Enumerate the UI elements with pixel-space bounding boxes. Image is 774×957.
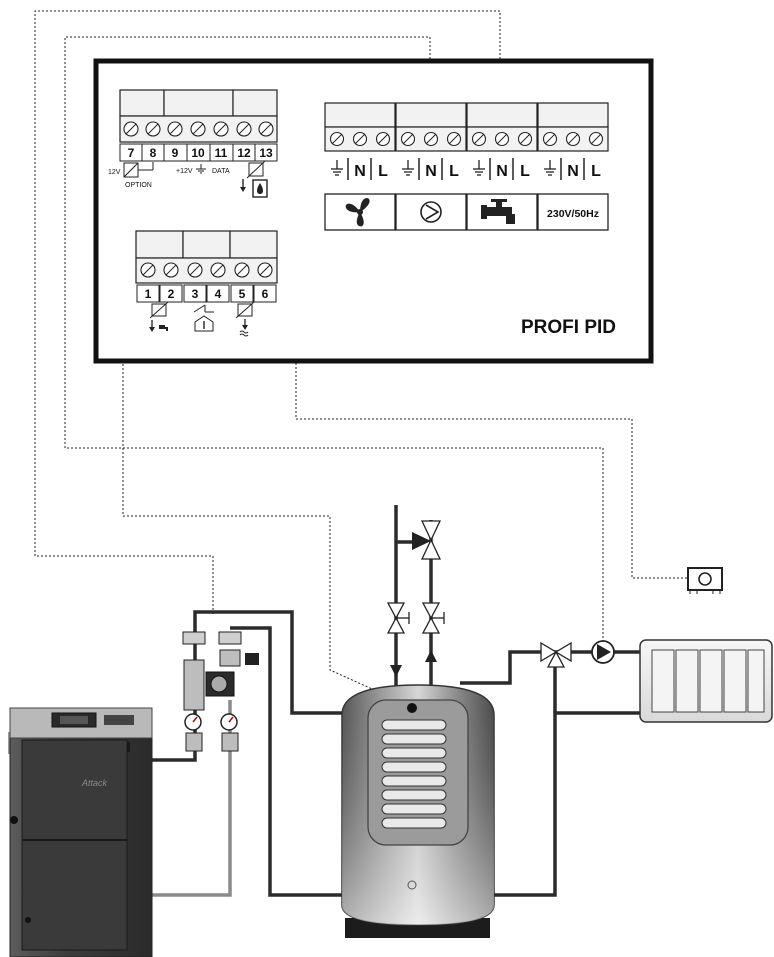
heating-return-pipe xyxy=(490,711,640,897)
number-row-bottom-left: 1 2 3 4 5 6 xyxy=(136,284,277,303)
terminal-12: 12 xyxy=(237,146,251,160)
terminal-10: 10 xyxy=(191,146,205,160)
wire-outer-loop xyxy=(34,10,501,615)
boiler: Attack xyxy=(8,707,153,957)
controller-title: PROFI PID xyxy=(521,317,616,338)
heating-pump-icon xyxy=(591,640,615,664)
ground-icon xyxy=(196,164,206,174)
heating-flow-pipe xyxy=(460,650,640,685)
label-option: OPTION xyxy=(125,182,152,189)
screw-row-bottom-left xyxy=(140,262,273,278)
label-n: N xyxy=(567,163,579,180)
pump-icon xyxy=(420,201,442,223)
terminal-block-top-left: 7 8 9 10 11 12 13 12V OPTION +12V xyxy=(108,89,278,198)
label-12v: 12V xyxy=(108,169,121,176)
power-terminal-blocks: N L xyxy=(324,102,609,231)
terminal-13: 13 xyxy=(259,146,273,160)
wire-second-loop xyxy=(64,36,604,648)
radiator-icon xyxy=(639,639,773,723)
terminal-block-bottom-left: 1 2 3 4 5 6 xyxy=(135,230,278,337)
cold-inlet-arrow-icon xyxy=(390,665,402,677)
earth-icon xyxy=(331,160,343,176)
controller-panel: 7 8 9 10 11 12 13 12V OPTION +12V xyxy=(93,58,654,364)
boiler-brand: Attack xyxy=(81,778,108,788)
terminal-7: 7 xyxy=(128,146,135,160)
dhw-valves xyxy=(386,520,445,677)
power-block-pump: N L xyxy=(395,102,467,231)
valve-icon xyxy=(386,602,410,634)
boiler-return-pipe xyxy=(132,700,232,897)
screw-row-top-left xyxy=(123,121,274,137)
dhw-sensor-icon xyxy=(149,301,169,332)
tap-icon xyxy=(481,199,515,224)
boiler-sensor-icon xyxy=(240,160,268,198)
label-l: L xyxy=(591,163,601,180)
label-data: DATA xyxy=(212,168,230,175)
mixing-group xyxy=(182,631,259,752)
label-n: N xyxy=(496,163,508,180)
power-block-fan: N L xyxy=(324,102,396,231)
label-l: L xyxy=(449,163,459,180)
terminal-2: 2 xyxy=(168,287,175,301)
mains-label: 230V/50Hz xyxy=(547,208,599,220)
terminal-4: 4 xyxy=(215,287,222,301)
earth-icon xyxy=(544,160,556,176)
three-way-valve-icon xyxy=(540,641,572,668)
terminal-9: 9 xyxy=(172,146,179,160)
number-row-top-left: 7 8 9 10 11 12 13 xyxy=(119,143,278,162)
terminal-1: 1 xyxy=(145,287,152,301)
terminal-11: 11 xyxy=(215,146,228,160)
earth-icon xyxy=(473,160,485,176)
hot-outlet-arrow-icon xyxy=(425,650,437,662)
label-plus12v: +12V xyxy=(176,168,193,175)
terminal-3: 3 xyxy=(192,287,199,301)
valve-icon xyxy=(421,602,445,634)
terminal-6: 6 xyxy=(262,287,269,301)
boiler-flow-pipe xyxy=(132,610,345,762)
tank-return-pipe xyxy=(230,626,345,897)
heat-exchanger-coil xyxy=(381,719,447,829)
option-relay-icon xyxy=(123,162,154,178)
terminal-8: 8 xyxy=(150,146,157,160)
mixing-valve-icon xyxy=(412,520,442,560)
room-unit-icon xyxy=(687,567,723,594)
fan-icon xyxy=(345,198,370,227)
label-n: N xyxy=(354,163,366,180)
heating-circuit xyxy=(540,567,773,723)
tank-sensor-well-icon xyxy=(407,703,417,713)
storage-tank xyxy=(341,684,495,938)
power-block-dhw: N L xyxy=(466,102,538,231)
room-thermostat-icon xyxy=(193,304,214,332)
label-l: L xyxy=(520,163,530,180)
label-n: N xyxy=(425,163,437,180)
power-block-mains: N L 230V/50Hz xyxy=(537,102,609,231)
earth-icon xyxy=(402,160,414,176)
outdoor-sensor-icon xyxy=(235,301,255,337)
label-l: L xyxy=(378,163,388,180)
tank-drain-icon xyxy=(407,880,417,890)
terminal-5: 5 xyxy=(239,287,246,301)
